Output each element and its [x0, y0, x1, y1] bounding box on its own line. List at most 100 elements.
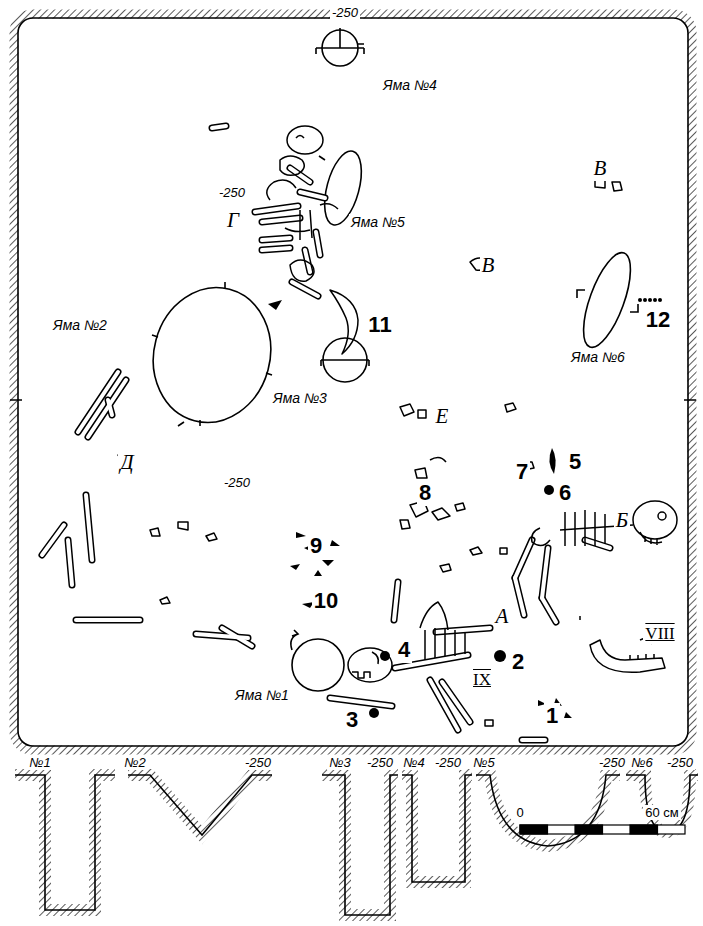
skeleton-details-part [440, 403, 516, 572]
burial-letter: В [480, 253, 497, 278]
callout-number: 11 [366, 312, 393, 338]
skeleton-details-part [287, 126, 323, 154]
depth-label: №1 [27, 755, 52, 770]
burial-letter: Б [614, 508, 630, 533]
callout-number: 8 [417, 480, 433, 506]
pit-outlines-part [291, 630, 298, 650]
pit-outlines-part [319, 156, 368, 222]
finds-marks-part [544, 485, 554, 495]
finds-marks-part [369, 708, 379, 718]
callout-number: 1 [544, 703, 560, 729]
excavation-frame [10, 14, 696, 750]
skeleton-details-part [285, 210, 312, 240]
callout-number: 10 [312, 588, 340, 614]
skeleton-details-part [400, 468, 465, 529]
section-profiles-part [15, 775, 698, 915]
pit-label: Яма №6 [569, 349, 627, 365]
skeleton-details-part [150, 522, 493, 726]
skeleton-details [118, 126, 677, 726]
burial-letter: А [494, 604, 511, 629]
burial-letter: Д [118, 450, 135, 475]
callout-number: 7 [514, 459, 530, 485]
skeleton-bones-part [42, 126, 610, 740]
skeleton-bones-part [42, 126, 610, 740]
finds-marks-part [658, 298, 662, 302]
pit-outlines-part [138, 274, 285, 435]
skull-number: IX [471, 670, 493, 690]
excavation-frame-part [14, 14, 692, 750]
skeleton-details-part [430, 457, 580, 620]
skull-number: VIII [643, 624, 676, 644]
scale-bar-part [520, 825, 548, 834]
burial-letter: Г [225, 208, 241, 233]
pit-outlines-part [321, 360, 369, 366]
finds-marks-part [653, 298, 657, 302]
excavation-frame-part [10, 399, 22, 401]
skeleton-details-part [633, 501, 677, 539]
callout-number: 4 [396, 637, 412, 663]
burial-letter: Е [434, 404, 451, 429]
section-profiles [15, 775, 698, 915]
skeleton-details-part [640, 532, 662, 545]
pit-label: Яма №5 [349, 214, 407, 230]
skeleton-details-part [280, 136, 304, 176]
finds-marks-part [268, 300, 282, 310]
depth-label: -250 [433, 755, 463, 770]
skeleton-details-part [565, 510, 605, 546]
depth-label: №6 [629, 755, 654, 770]
depth-label: №2 [122, 755, 147, 770]
depth-label: -250 [222, 475, 252, 490]
depth-label: -250 [597, 755, 627, 770]
skeleton-details-part [330, 290, 358, 354]
callout-number: 12 [644, 307, 672, 333]
finds-marks-part [380, 651, 390, 661]
finds-marks-part [549, 448, 555, 474]
depth-label: -250 [330, 5, 360, 20]
skeleton-bones [42, 126, 610, 740]
callout-number: 9 [308, 533, 324, 559]
burial-letter: В [592, 156, 609, 181]
pit-outlines-part [316, 28, 364, 54]
depth-label: №3 [327, 755, 352, 770]
skeleton-details-part [658, 512, 666, 520]
pit-outlines-part [152, 282, 272, 426]
depth-label: -250 [365, 755, 395, 770]
excavation-frame-part [684, 399, 696, 401]
excavation-frame-part [18, 18, 688, 746]
pit-outlines-part [574, 247, 640, 353]
callout-number: 2 [510, 649, 526, 675]
skeleton-details-part [118, 404, 426, 463]
depth-label: №5 [471, 755, 496, 770]
callout-number: 6 [557, 480, 573, 506]
callout-number: 5 [567, 449, 583, 475]
pit-label: Яма №2 [51, 317, 109, 333]
pit-label: Яма №3 [271, 390, 329, 406]
scale-bar [520, 825, 685, 834]
pit-label: Яма №1 [233, 687, 291, 703]
skeleton-details-part [348, 648, 392, 682]
finds-marks-part [638, 298, 642, 302]
skeleton-details-part [352, 652, 378, 678]
skeleton-details-part [267, 180, 338, 209]
finds-marks [268, 298, 662, 718]
depth-label: -250 [243, 755, 273, 770]
scale-bar-part [630, 825, 658, 834]
scale-label: 60 см [643, 805, 681, 820]
finds-marks-part [648, 298, 652, 302]
pit-outlines-part [292, 639, 344, 691]
finds-marks-part [643, 298, 647, 302]
skeleton-details-part [420, 602, 465, 660]
depth-label: -250 [665, 755, 695, 770]
callout-number: 3 [344, 707, 360, 733]
skeleton-details-part [290, 260, 314, 281]
finds-marks-part [494, 650, 506, 662]
pit-label: Яма №4 [381, 77, 439, 93]
depth-label: №4 [401, 755, 426, 770]
section-profiles-part [15, 775, 698, 915]
finds-marks-part [290, 532, 340, 576]
pit-outlines-part [577, 290, 638, 312]
scale-bar-part [520, 825, 685, 834]
scale-label: 0 [514, 805, 525, 820]
